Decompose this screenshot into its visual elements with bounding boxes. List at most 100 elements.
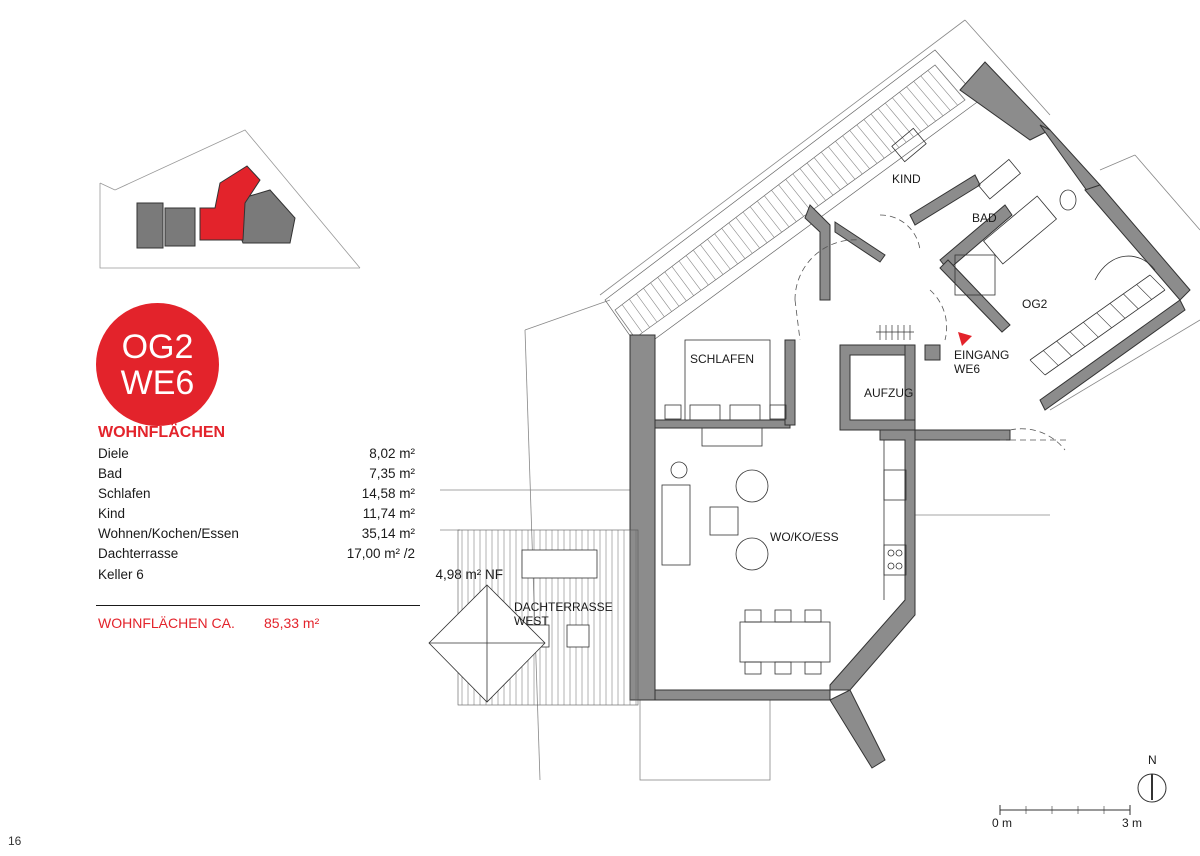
stair-step bbox=[1149, 274, 1166, 291]
hatch-line bbox=[714, 233, 738, 265]
hatch-line bbox=[842, 135, 870, 169]
toilet bbox=[1059, 189, 1077, 211]
room-label-terrasse: DACHTERRASSE bbox=[514, 600, 613, 614]
hatch-line bbox=[863, 119, 892, 154]
walls bbox=[629, 61, 1191, 769]
hatch-line bbox=[671, 266, 694, 296]
room-label-terrasse-west: WEST bbox=[514, 614, 549, 628]
hatch-line bbox=[835, 141, 863, 175]
stair-step bbox=[1069, 331, 1086, 347]
hatch-line bbox=[771, 190, 797, 222]
hatch-line bbox=[927, 70, 958, 106]
room-label-eingang: EINGANG bbox=[954, 348, 1009, 362]
scale-bar bbox=[999, 805, 1131, 815]
badge-unit: WE6 bbox=[120, 363, 195, 402]
area-value: 7,35 m² bbox=[369, 466, 415, 481]
stair-step bbox=[1123, 293, 1139, 310]
areas-divider bbox=[96, 605, 420, 606]
north-arrow: N bbox=[1137, 753, 1167, 803]
stair-step bbox=[1043, 350, 1059, 366]
coffee-table bbox=[709, 506, 739, 536]
kitchen bbox=[883, 440, 907, 600]
sofa bbox=[661, 484, 691, 566]
roof-hatch-lines bbox=[614, 64, 966, 339]
hatch-line bbox=[892, 97, 922, 132]
hatch-line bbox=[614, 309, 636, 339]
area-value: 8,02 m² bbox=[369, 446, 415, 461]
hatch-line bbox=[692, 249, 716, 281]
stair-step bbox=[1136, 284, 1152, 300]
living-furniture bbox=[661, 427, 831, 675]
lamp bbox=[670, 461, 688, 479]
area-label: Keller 6 bbox=[98, 567, 144, 582]
hatch-line bbox=[792, 173, 819, 206]
hatch-line bbox=[707, 239, 731, 270]
bath-fixtures bbox=[954, 158, 1077, 296]
stair-steps bbox=[1029, 274, 1166, 376]
roof-hatching bbox=[604, 49, 981, 351]
hatch-line bbox=[828, 146, 856, 180]
stair-step bbox=[1029, 359, 1046, 376]
hatch-line bbox=[749, 206, 775, 238]
area-value: 11,74 m² bbox=[362, 506, 415, 521]
stair bbox=[1029, 255, 1166, 376]
door-swings bbox=[794, 214, 1070, 451]
area-row: Dachterrasse 17,00 m² /2 bbox=[98, 546, 415, 564]
areas-total: WOHNFLÄCHEN CA. 85,33 m² bbox=[98, 615, 319, 631]
stair-step bbox=[1056, 340, 1072, 357]
areas-title: WOHNFLÄCHEN bbox=[98, 424, 226, 441]
room-label-schlafen: SCHLAFEN bbox=[690, 352, 754, 366]
surrounding-outlines bbox=[440, 19, 1200, 781]
hatch-line bbox=[785, 179, 812, 212]
hatch-line bbox=[806, 162, 834, 196]
hatch-line bbox=[820, 151, 848, 185]
key-plan-building bbox=[136, 202, 164, 249]
room-label-bad: BAD bbox=[972, 211, 997, 225]
area-row: Diele 8,02 m² bbox=[98, 446, 415, 464]
armchair bbox=[735, 537, 769, 571]
north-label: N bbox=[1148, 753, 1157, 767]
terrace-furniture bbox=[428, 549, 598, 703]
stair-step bbox=[1096, 312, 1112, 328]
hatch-line bbox=[678, 260, 702, 291]
room-label-kind: KIND bbox=[892, 172, 921, 186]
area-value: 17,00 m² /2 bbox=[346, 546, 415, 561]
scale-ticks bbox=[1025, 806, 1131, 814]
hatch-line bbox=[906, 86, 936, 122]
hatch-line bbox=[728, 222, 753, 254]
bed bbox=[664, 339, 787, 421]
hatch-line bbox=[849, 130, 878, 164]
armchair bbox=[735, 469, 769, 503]
hatch-line bbox=[856, 124, 885, 159]
hatch-line bbox=[721, 228, 746, 259]
hatch-line bbox=[870, 113, 900, 148]
page-number: 16 bbox=[8, 834, 22, 848]
hatch-line bbox=[934, 64, 966, 101]
hatch-line bbox=[813, 157, 841, 191]
total-label: WOHNFLÄCHEN CA. bbox=[98, 615, 235, 631]
hatch-line bbox=[628, 298, 650, 328]
hatch-line bbox=[742, 211, 768, 243]
room-label-aufzug: AUFZUG bbox=[864, 386, 913, 400]
unit-badge: OG2 WE6 bbox=[96, 303, 219, 426]
dining-table bbox=[739, 621, 831, 663]
shower bbox=[954, 254, 996, 296]
hatch-line bbox=[877, 108, 907, 143]
desk bbox=[891, 127, 927, 163]
hatch-line bbox=[799, 168, 826, 201]
hatch-line bbox=[913, 81, 944, 117]
scale-end: 3 m bbox=[1122, 816, 1142, 830]
area-label: Dachterrasse bbox=[98, 546, 179, 561]
entrance-arrow-icon bbox=[958, 332, 972, 346]
area-label: Diele bbox=[98, 446, 129, 461]
hatch-line bbox=[664, 271, 687, 302]
hatch-line bbox=[650, 282, 672, 312]
elevator-vent bbox=[876, 325, 914, 340]
badge-level: OG2 bbox=[121, 327, 194, 366]
tv-board bbox=[701, 427, 763, 447]
hatch-line bbox=[735, 217, 760, 249]
hatch-line bbox=[643, 288, 665, 318]
